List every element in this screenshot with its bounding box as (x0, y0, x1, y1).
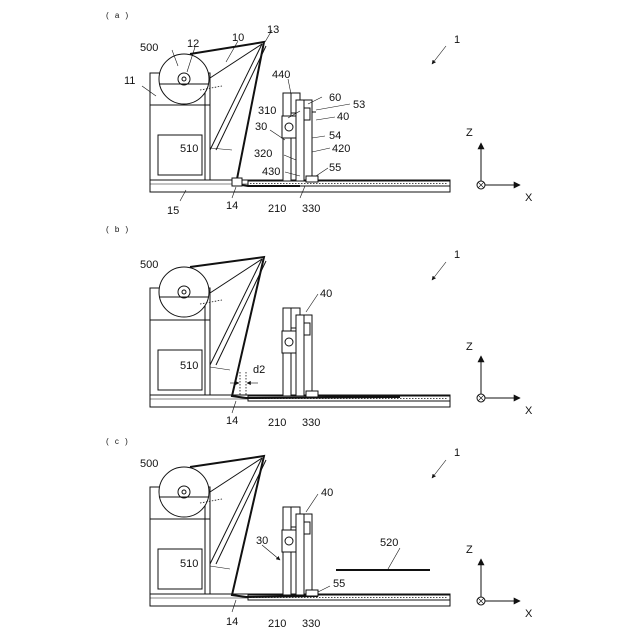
head-tip-55 (306, 590, 318, 596)
ref-15: 15 (167, 205, 179, 217)
reel-500 (159, 467, 209, 517)
ref-510: 510 (180, 360, 198, 372)
ref-330: 330 (302, 203, 320, 215)
panel-b: ( b ) (106, 225, 533, 429)
ref-320: 320 (254, 148, 272, 160)
column-320 (296, 100, 304, 181)
panel-a-label: ( a ) (106, 11, 130, 20)
ref-330: 330 (302, 618, 320, 630)
ref-53: 53 (353, 99, 365, 111)
ref-55: 55 (329, 162, 341, 174)
ref-1: 1 (454, 34, 460, 46)
roller-14 (232, 178, 242, 186)
axes-b: Z X (466, 341, 533, 417)
ref-14: 14 (226, 415, 238, 427)
ref-14: 14 (226, 200, 238, 212)
axis-x-label: X (525, 608, 533, 620)
axis-x-label: X (525, 192, 533, 204)
axis-x-label: X (525, 405, 533, 417)
ref-1: 1 (454, 249, 460, 261)
ref-440: 440 (272, 69, 290, 81)
ref-12: 12 (187, 38, 199, 50)
ref-430: 430 (262, 166, 280, 178)
ref-210: 210 (268, 203, 286, 215)
ref-54: 54 (329, 130, 341, 142)
ref-510: 510 (180, 143, 198, 155)
ref-500: 500 (140, 259, 158, 271)
ref-310: 310 (258, 105, 276, 117)
axis-z-label: Z (466, 341, 473, 353)
panel-c-label: ( c ) (106, 437, 130, 446)
ref-210: 210 (268, 417, 286, 429)
axes-c: Z X (466, 544, 533, 620)
ref-500: 500 (140, 42, 158, 54)
panel-c: ( c ) (106, 437, 533, 630)
ref-13: 13 (267, 24, 279, 36)
ref-30: 30 (255, 121, 267, 133)
ref-55: 55 (333, 578, 345, 590)
ref-40: 40 (321, 487, 333, 499)
column-320 (296, 514, 304, 595)
apparatus-b (150, 257, 450, 407)
ref-40: 40 (337, 111, 349, 123)
reel-500 (159, 54, 209, 104)
ref-510: 510 (180, 558, 198, 570)
ref-60: 60 (329, 92, 341, 104)
reel-500 (159, 267, 209, 317)
head-tip-55 (306, 391, 318, 397)
ref-d2: d2 (253, 364, 265, 376)
ref-520: 520 (380, 537, 398, 549)
ref-14: 14 (226, 616, 238, 628)
ref-420: 420 (332, 143, 350, 155)
apparatus-a (150, 42, 450, 192)
axis-z-label: Z (466, 127, 473, 139)
axes-a: Z X (466, 127, 533, 204)
column-320 (296, 315, 304, 396)
ref-500: 500 (140, 458, 158, 470)
ref-330: 330 (302, 417, 320, 429)
ref-1: 1 (454, 447, 460, 459)
head-tip-55 (306, 176, 318, 182)
ref-210: 210 (268, 618, 286, 630)
ref-11: 11 (124, 75, 135, 87)
apparatus-c (150, 456, 450, 606)
ref-10: 10 (232, 32, 244, 44)
ref-40: 40 (320, 288, 332, 300)
ref-30: 30 (256, 535, 268, 547)
panel-a: ( a ) (106, 11, 533, 217)
axis-z-label: Z (466, 544, 473, 556)
panel-b-label: ( b ) (106, 225, 130, 234)
